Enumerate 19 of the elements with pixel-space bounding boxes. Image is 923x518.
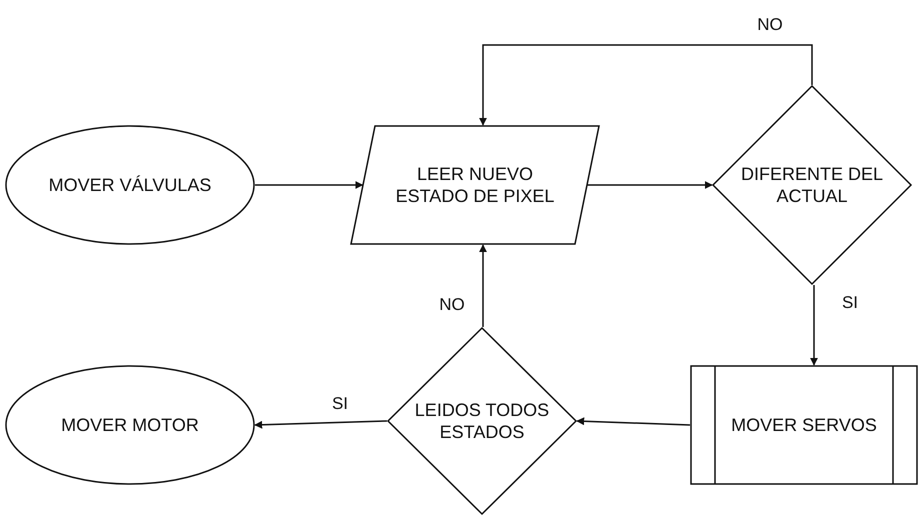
arrow xyxy=(810,285,818,366)
arrow xyxy=(576,417,690,426)
node-text: DIFERENTE DEL ACTUAL xyxy=(740,163,884,207)
node-text: MOVER MOTOR xyxy=(61,414,199,436)
decision-diamond xyxy=(387,327,577,515)
arrow xyxy=(254,420,388,429)
predefined-process-box xyxy=(690,365,918,485)
arrow xyxy=(588,181,713,189)
arrow xyxy=(255,181,364,189)
node-text: LEIDOS TODOS ESTADOS xyxy=(414,399,550,443)
arrow xyxy=(479,44,813,126)
decision-diamond xyxy=(712,85,912,285)
node-text: MOVER VÁLVULAS xyxy=(48,174,212,196)
arrow xyxy=(479,244,487,327)
node-text: LEER NUEVO ESTADO DE PIXEL xyxy=(394,163,556,207)
node-text: MOVER SERVOS xyxy=(731,414,877,436)
input-parallelogram xyxy=(350,125,600,245)
terminal-ellipse xyxy=(5,125,255,245)
terminal-ellipse xyxy=(5,365,255,485)
